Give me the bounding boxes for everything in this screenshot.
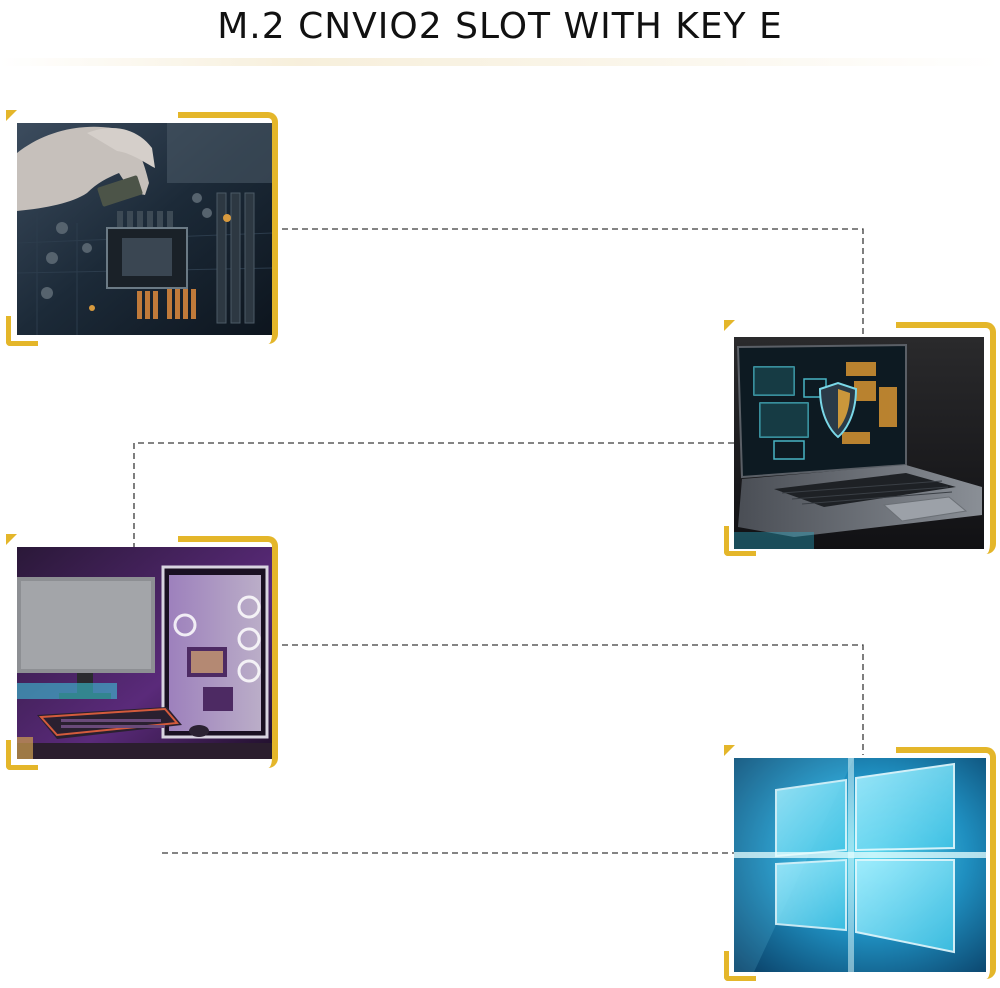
motherboard-photo	[17, 123, 272, 335]
frame-corner-bottom-left	[6, 740, 38, 770]
windows-panel	[724, 745, 998, 983]
frame-corner-top-left	[6, 110, 17, 121]
connector-3	[272, 644, 864, 755]
frame-corner-top-left	[724, 320, 735, 331]
frame-corner-top-right	[896, 747, 996, 979]
frame-corner-top-left	[724, 745, 735, 756]
frame-corner-bottom-left	[724, 526, 756, 556]
gaming-pc-panel	[6, 534, 280, 772]
frame-corner-bottom-left	[6, 316, 38, 346]
laptop-photo	[734, 337, 984, 549]
frame-corner-top-right	[896, 322, 996, 554]
windows-logo-photo	[734, 758, 986, 972]
frame-corner-top-left	[6, 534, 17, 545]
connector-1	[272, 228, 864, 338]
title-underline-glow	[0, 58, 1000, 66]
gaming-pc-photo	[17, 547, 272, 759]
laptop-panel	[724, 320, 998, 558]
frame-corner-top-right	[178, 112, 278, 344]
frame-corner-bottom-left	[724, 951, 756, 981]
frame-corner-top-right	[178, 536, 278, 768]
page-title: M.2 CNVIO2 SLOT WITH KEY E	[217, 5, 783, 47]
motherboard-panel	[6, 110, 280, 348]
connector-2	[133, 442, 734, 548]
